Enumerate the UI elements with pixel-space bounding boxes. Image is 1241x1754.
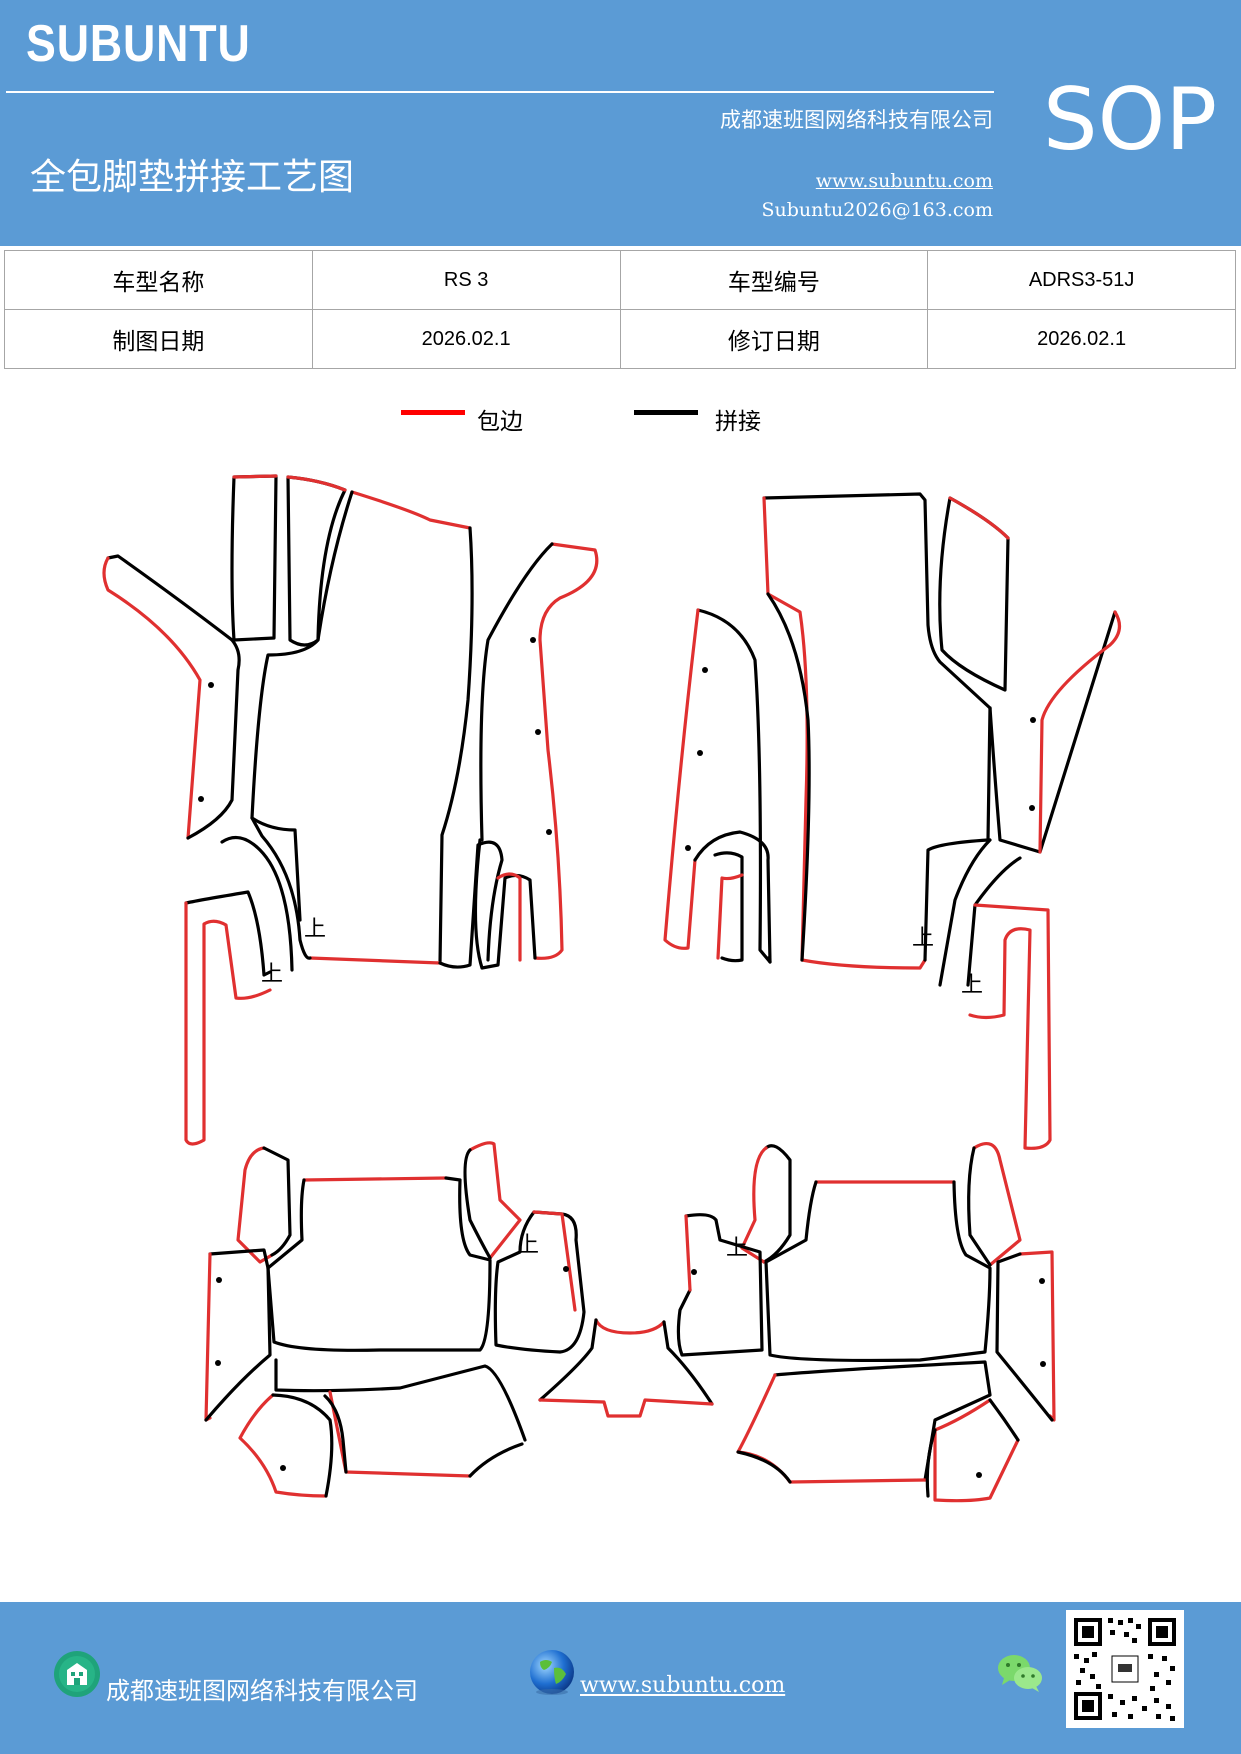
up-marker: 上 bbox=[261, 962, 283, 987]
up-marker: 上 bbox=[517, 1233, 539, 1258]
draw-date-label: 制图日期 bbox=[4, 309, 313, 369]
mat-piece-rear-right bbox=[676, 1141, 1056, 1503]
qr-code bbox=[1066, 1610, 1184, 1728]
header-company: 成都速班图网络科技有限公司 bbox=[720, 108, 993, 132]
building-icon bbox=[54, 1651, 100, 1697]
up-marker: 上 bbox=[304, 917, 326, 942]
up-marker: 上 bbox=[912, 926, 934, 951]
header-divider bbox=[6, 91, 994, 93]
up-marker: 上 bbox=[726, 1236, 748, 1261]
brand-logo: SUBUNTU bbox=[26, 15, 251, 73]
mat-piece-rear-center bbox=[538, 1318, 714, 1418]
draw-date-value: 2026.02.1 bbox=[311, 309, 621, 369]
legend-seam-swatch bbox=[634, 410, 698, 415]
model-code-label: 车型编号 bbox=[619, 250, 929, 310]
page-title: 全包脚垫拼接工艺图 bbox=[30, 157, 355, 198]
sop-badge: SOP bbox=[1043, 70, 1218, 170]
revise-date-label: 修订日期 bbox=[619, 309, 929, 369]
footer-website-link[interactable]: www.subuntu.com bbox=[580, 1673, 786, 1698]
model-name-value: RS 3 bbox=[311, 250, 621, 310]
wechat-icon bbox=[998, 1655, 1042, 1692]
mat-piece-front-left bbox=[102, 474, 599, 1146]
table-row: 车型名称 RS 3 车型编号 ADRS3-51J bbox=[4, 250, 1236, 310]
model-name-label: 车型名称 bbox=[4, 250, 313, 310]
table-row: 制图日期 2026.02.1 修订日期 2026.02.1 bbox=[4, 309, 1236, 369]
globe-icon bbox=[530, 1650, 574, 1695]
floor-mat-diagram: 上 上 上 上 上 上 bbox=[102, 474, 1122, 1503]
model-code-value: ADRS3-51J bbox=[927, 250, 1236, 310]
legend-seam-label: 拼接 bbox=[715, 409, 761, 435]
legend-edge-swatch bbox=[401, 410, 465, 415]
up-marker: 上 bbox=[961, 973, 983, 998]
legend-edge-label: 包边 bbox=[477, 409, 523, 435]
footer-company: 成都速班图网络科技有限公司 bbox=[106, 1677, 418, 1705]
revise-date-value: 2026.02.1 bbox=[927, 309, 1236, 369]
mat-piece-front-right bbox=[663, 492, 1122, 1150]
header-banner: SUBUNTU 成都速班图网络科技有限公司 全包脚垫拼接工艺图 www.subu… bbox=[0, 0, 1241, 246]
info-table: 车型名称 RS 3 车型编号 ADRS3-51J 制图日期 2026.02.1 … bbox=[4, 250, 1236, 369]
header-email: Subuntu2026@163.com bbox=[761, 199, 993, 221]
header-website-link[interactable]: www.subuntu.com bbox=[815, 170, 993, 192]
mat-piece-rear-left bbox=[204, 1141, 586, 1498]
